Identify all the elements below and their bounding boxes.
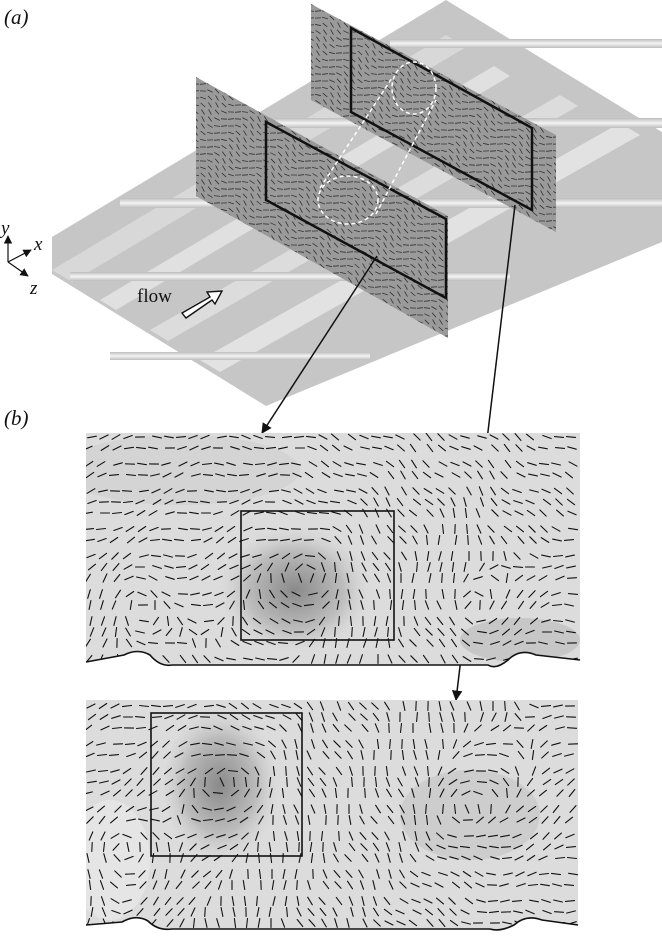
panel-b-label: (b) [4,406,29,430]
roi-box-bottom [150,712,303,857]
axis-y-label: y [0,218,10,239]
roi-box-top [240,510,395,641]
panel-a-label: (a) [4,5,29,29]
vortex-tube-connection [319,77,437,215]
wall-profile-bottom [85,916,579,931]
flow-label: flow [137,286,172,307]
vector-field-bottom [85,700,579,931]
plane-2-roi-frame [349,25,534,213]
plane-1-roi-frame [264,119,448,301]
axis-triad [3,235,32,277]
vortex-outline-1 [317,175,379,225]
vortex-outline-2 [391,61,437,115]
flow-arrow-icon [180,290,224,319]
connector-arrow-top [261,255,378,434]
vector-field-top [85,433,581,668]
axis-z-label: z [29,278,38,299]
wall-profile-top [85,650,581,668]
axis-x-label: x [33,234,43,255]
